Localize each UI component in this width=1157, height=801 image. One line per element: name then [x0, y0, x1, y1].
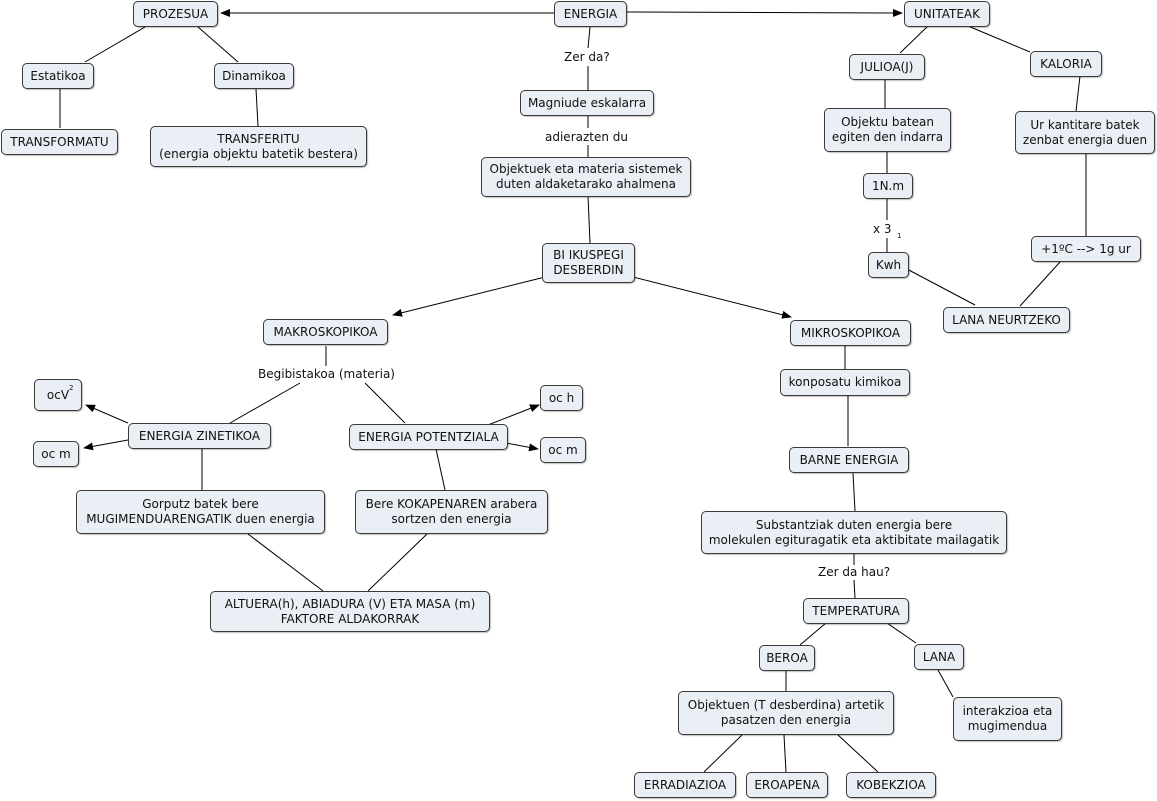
- node-oc-m-right[interactable]: oc m: [540, 437, 586, 463]
- node-erradiazioa[interactable]: ERRADIAZIOA: [634, 772, 736, 798]
- node-objektuen-t[interactable]: Objektuen (T desberdina) artetik pasatze…: [678, 691, 894, 735]
- node-objektuek[interactable]: Objektuek eta materia sistemek duten ald…: [481, 157, 691, 197]
- node-oc-m-left[interactable]: oc m: [33, 441, 79, 467]
- node-mikroskopikoa[interactable]: MIKROSKOPIKOA: [790, 320, 911, 346]
- node-julioa[interactable]: JULIOA(J): [849, 54, 925, 80]
- label-zer-da: Zer da?: [563, 50, 611, 64]
- node-objektu-batean[interactable]: Objektu batean egiten den indarra: [824, 108, 951, 152]
- node-kaloria[interactable]: KALORIA: [1030, 51, 1102, 77]
- node-magniude-eskalarra[interactable]: Magniude eskalarra: [520, 90, 654, 116]
- node-transferitu[interactable]: TRANSFERITU (energia objektu batetik bes…: [150, 126, 367, 167]
- ocv-exponent: 2: [69, 384, 74, 392]
- node-altuera[interactable]: ALTUERA(h), ABIADURA (V) ETA MASA (m) FA…: [210, 591, 490, 632]
- node-makroskopikoa[interactable]: MAKROSKOPIKOA: [263, 319, 388, 345]
- node-substantziak[interactable]: Substantziak duten energia bere molekule…: [701, 511, 1007, 554]
- node-eroapena[interactable]: EROAPENA: [746, 772, 828, 798]
- node-kwh[interactable]: Kwh: [868, 252, 909, 278]
- node-ur-kantitare[interactable]: Ur kantitare batek zenbat energia duen: [1015, 111, 1155, 154]
- node-beroa[interactable]: BEROA: [759, 645, 815, 671]
- node-bere-kokapenaren[interactable]: Bere KOKAPENAREN arabera sortzen den ene…: [355, 490, 548, 534]
- node-interakzioa[interactable]: interakzioa eta mugimendua: [953, 697, 1062, 741]
- node-ocv[interactable]: ocV: [34, 379, 82, 411]
- label-begibistakoa: Begibistakoa (materia): [257, 367, 396, 381]
- node-kobekzioa[interactable]: KOBEKZIOA: [846, 772, 936, 798]
- node-temperatura[interactable]: TEMPERATURA: [803, 598, 909, 624]
- node-unitateak[interactable]: UNITATEAK: [904, 1, 990, 27]
- node-estatikoa[interactable]: Estatikoa: [22, 63, 94, 89]
- label-adierazten-du: adierazten du: [544, 130, 630, 144]
- node-energia-potentziala[interactable]: ENERGIA POTENTZIALA: [349, 424, 508, 450]
- node-energia-zinetikoa[interactable]: ENERGIA ZINETIKOA: [128, 423, 271, 449]
- node-bi-ikuspegi[interactable]: BI IKUSPEGI DESBERDIN: [542, 243, 635, 283]
- node-gorputz[interactable]: Gorputz batek bere MUGIMENDUARENGATIK du…: [76, 490, 325, 534]
- node-lana-neurtzeko[interactable]: LANA NEURTZEKO: [943, 307, 1070, 333]
- node-transformatu[interactable]: TRANSFORMATU: [1, 129, 118, 155]
- node-konposatu[interactable]: konposatu kimikoa: [780, 369, 910, 396]
- node-oc-h[interactable]: oc h: [540, 385, 583, 411]
- node-dinamikoa[interactable]: Dinamikoa: [214, 63, 294, 89]
- label-x3: x 3: [872, 222, 893, 236]
- node-prozesua[interactable]: PROZESUA: [133, 1, 218, 27]
- label-x3-subscript: 1: [897, 232, 902, 240]
- node-1nm[interactable]: 1N.m: [863, 173, 913, 199]
- ocv-text: ocV: [46, 387, 70, 402]
- node-energia[interactable]: ENERGIA: [554, 1, 627, 27]
- node-barne-energia[interactable]: BARNE ENERGIA: [789, 447, 909, 473]
- node-grado[interactable]: +1ºC --> 1g ur: [1031, 236, 1141, 262]
- node-lana[interactable]: LANA: [914, 644, 964, 670]
- label-zer-da-hau: Zer da hau?: [817, 565, 892, 579]
